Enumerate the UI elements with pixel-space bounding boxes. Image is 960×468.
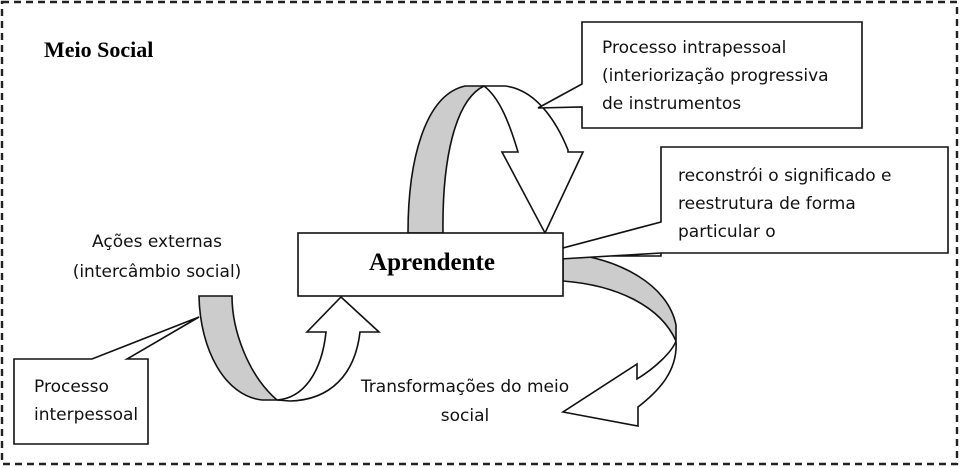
reconstruction-callout-box — [509, 146, 949, 263]
social-transformations-label: Transformações do meio social — [360, 377, 569, 426]
intrapersonal-callout: Processo intrapessoal (interiorização pr… — [537, 21, 863, 129]
interpersonal-callout-box — [13, 316, 200, 445]
reconstruction-line-2: reestrutura de forma — [678, 194, 856, 214]
frame-title: Meio Social — [44, 37, 153, 62]
social-transformations-line-2: social — [441, 406, 489, 426]
intrapersonal-loop-arrow — [407, 85, 585, 235]
transformation-arrow — [560, 252, 677, 427]
reconstruction-line-1: reconstrói o significado e — [678, 166, 891, 186]
transformation-arrow-shade — [562, 252, 677, 342]
interpersonal-line-1: Processo — [34, 377, 109, 397]
external-actions-line-1: Ações externas — [92, 232, 222, 252]
intrapersonal-line-3: de instrumentos — [602, 94, 741, 114]
interpersonal-loop-arrow — [198, 295, 382, 402]
learner-label: Aprendente — [369, 249, 495, 276]
interpersonal-arrow-head — [276, 295, 382, 402]
intrapersonal-line-1: Processo intrapessoal — [602, 38, 786, 58]
intrapersonal-line-2: (interiorização progressiva — [602, 66, 829, 86]
learner-box: Aprendente — [297, 232, 564, 297]
interpersonal-line-2: interpessoal — [34, 405, 138, 425]
intrapersonal-arrow-head — [481, 85, 585, 235]
intrapersonal-arrow-shade — [407, 85, 485, 234]
reconstruction-line-3: particular o — [678, 222, 776, 242]
reconstruction-callout: reconstrói o significado e reestrutura d… — [509, 146, 949, 263]
learner-box-rect — [297, 232, 564, 297]
transformation-arrow-head — [560, 340, 677, 427]
external-actions-label: Ações externas (intercâmbio social) — [73, 232, 242, 282]
social-transformations-line-1: Transformações do meio — [360, 377, 569, 397]
interpersonal-callout: Processo interpessoal — [13, 316, 200, 445]
external-actions-line-2: (intercâmbio social) — [73, 262, 242, 282]
interpersonal-arrow-shade — [198, 295, 280, 401]
intrapersonal-callout-box — [537, 21, 863, 129]
